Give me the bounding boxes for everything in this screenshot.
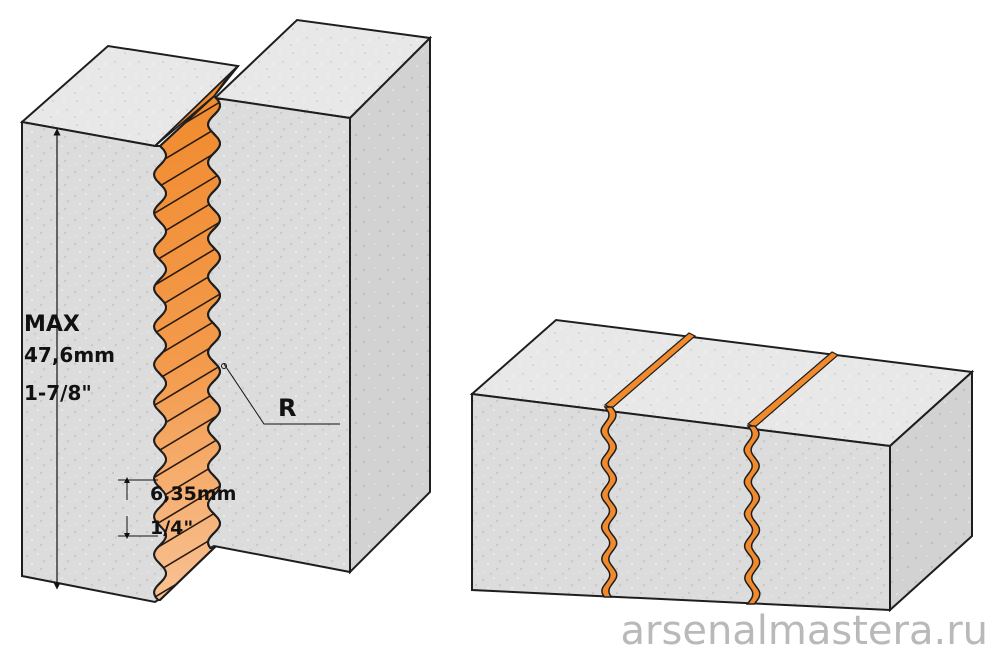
height-label-max: MAX bbox=[24, 312, 80, 337]
back-block-side bbox=[349, 35, 431, 575]
joint-2-front bbox=[743, 425, 761, 605]
pitch-dimension bbox=[118, 477, 158, 539]
right-assembly bbox=[469, 318, 975, 613]
radius-label: R bbox=[278, 394, 296, 422]
height-label-mm: 47,6mm bbox=[24, 343, 115, 367]
pitch-label-inch: 1/4" bbox=[150, 517, 193, 539]
joint-1-front bbox=[600, 406, 618, 598]
watermark: arsenalmastera.ru bbox=[621, 608, 988, 654]
pitch-label-mm: 6,35mm bbox=[150, 483, 236, 505]
height-label-inch: 1-7/8" bbox=[24, 381, 92, 405]
radius-leader-line bbox=[223, 363, 340, 425]
left-assembly: MAX 47,6mm 1-7/8" R 6,35mm 1/4" bbox=[19, 18, 433, 604]
profile-top-edge bbox=[154, 65, 239, 147]
radius-leader-point bbox=[221, 363, 227, 369]
